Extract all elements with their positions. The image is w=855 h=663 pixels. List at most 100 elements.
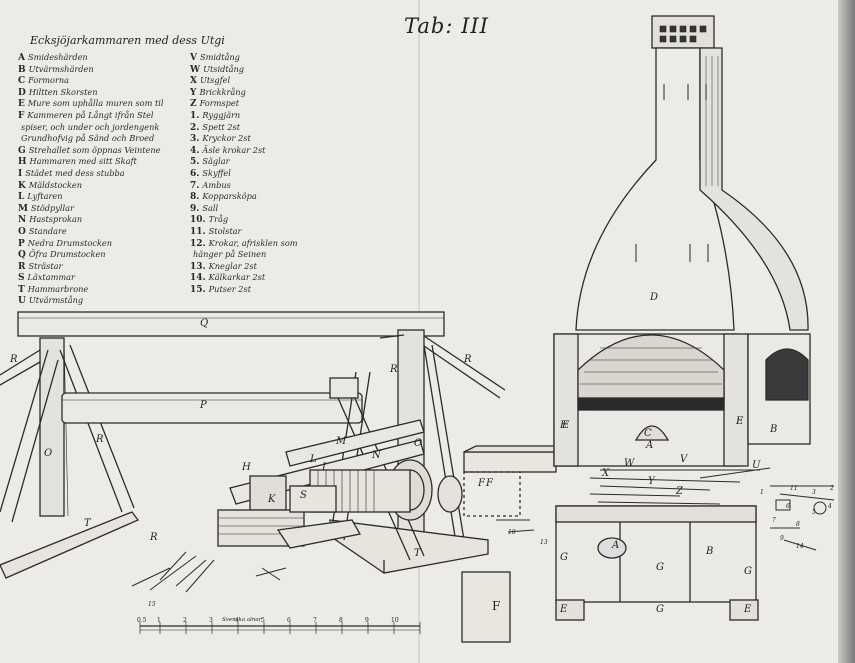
legend-right-item: 4.Äsle krokar 2st <box>190 145 298 157</box>
legend-right-item: 6.Skyffel <box>190 168 298 180</box>
hammer-label: I <box>321 462 327 473</box>
hearth-label: B <box>705 546 713 557</box>
legend-right-item: 5.Säglar <box>190 156 298 168</box>
legend-key: W <box>190 64 201 75</box>
scale-tick-label: 3 <box>209 617 213 624</box>
legend-text: Stolstar <box>208 225 242 236</box>
scale-tick-label: 1 <box>157 617 161 624</box>
tool-number: 6 <box>786 503 790 510</box>
legend-key: 14. <box>190 273 206 284</box>
legend-key: 10. <box>190 215 206 226</box>
legend-key: 4. <box>190 145 200 156</box>
legend-text: Strästar <box>28 260 63 271</box>
legend-text: Läxtammar <box>27 272 75 283</box>
hammer-label: R <box>149 532 158 543</box>
hearth-label: E <box>735 416 744 427</box>
hammer-label: L <box>309 454 317 465</box>
scale-tick-label: 10 <box>391 617 399 624</box>
legend-key: 2. <box>190 122 200 133</box>
scale-tick-label: 4 <box>235 617 239 624</box>
legend-key: R <box>18 261 26 272</box>
hearth-label: E <box>559 604 568 615</box>
legend-text: Skyffel <box>202 167 231 178</box>
legend-text: Äsle krokar 2st <box>202 144 266 155</box>
legend-text: Öfra Drumstocken <box>28 249 106 260</box>
hammer-label: H <box>241 462 251 473</box>
hearth-label: G <box>656 604 664 615</box>
legend-key: I <box>18 168 23 179</box>
hearth-label: A <box>611 540 619 551</box>
legend-key: 1. <box>190 110 200 121</box>
legend-text: Säglar <box>202 156 230 167</box>
trough-f <box>463 451 557 473</box>
legend-text: Kopparsköpa <box>202 191 257 202</box>
tool-set <box>496 485 835 551</box>
legend-key: X <box>190 76 197 87</box>
legend-right-item: 11.Stolstar <box>190 226 298 238</box>
hearth-label: E <box>561 420 570 431</box>
legend-key: 11. <box>190 226 206 237</box>
legend-text: Putser 2st <box>208 283 252 294</box>
scale-tick-label: 0.5 <box>137 617 147 624</box>
legend-key: Z <box>190 99 197 110</box>
scale-tick-label: 9 <box>365 617 369 624</box>
scale-tick-label: 5 <box>261 617 265 624</box>
legend-key: D <box>18 87 26 98</box>
hearth-label: C <box>644 428 652 439</box>
hearth-label: B <box>769 424 777 435</box>
legend-text: Nedra Drumstocken <box>27 237 113 248</box>
tool-number: 13 <box>540 539 548 546</box>
hearth-label: F <box>485 478 494 489</box>
legend-right-item: 7.Ambus <box>190 180 298 192</box>
legend-text: Stödpyllar <box>30 202 74 213</box>
tool-number: 7 <box>772 517 776 524</box>
tool-number: 4 <box>827 503 832 510</box>
legend-text: Brickkrång <box>199 86 246 97</box>
tool-number: 10 <box>508 529 516 536</box>
legend-right-item: 10.Tråg <box>190 214 298 226</box>
hearth-label: V <box>680 454 689 465</box>
legend-text: Grundhofvig på Sänd och Broed <box>21 133 155 144</box>
legend-right-item: 9.Sall <box>190 203 298 215</box>
scale-tick-label: 2 <box>183 617 187 624</box>
tool-number: 11 <box>790 485 798 492</box>
hearth-label: E <box>559 420 568 431</box>
legend-text: Smideshärden <box>27 52 88 62</box>
legend-heading: Ecksjöjarkammaren med dess Utgi <box>30 34 225 47</box>
hearth-label: D <box>649 292 658 303</box>
forge-hearth <box>553 15 811 621</box>
tool-number: 5 <box>812 509 816 516</box>
hammer-label: O <box>44 448 52 459</box>
legend-key: L <box>18 192 25 203</box>
tool-number: 3 <box>812 489 816 496</box>
tool-number: 9 <box>780 535 784 542</box>
hearth-label: E <box>743 604 752 615</box>
legend-key: E <box>18 99 25 110</box>
hammer-label: N <box>371 450 382 461</box>
legend-text: spiser, och under och jordengenk <box>21 121 160 132</box>
legend-right-item: hänger på Seinen <box>190 249 298 261</box>
legend-right-item: 13.Kneglar 2st <box>190 261 298 273</box>
tool-number: 8 <box>796 521 800 528</box>
legend-text: Spett 2st <box>202 121 240 132</box>
hearth-label: Y <box>648 476 656 487</box>
legend-key: P <box>18 238 25 249</box>
hammer-label: R <box>389 364 398 375</box>
legend-left-item: spiser, och under och jordengenk <box>18 122 163 134</box>
